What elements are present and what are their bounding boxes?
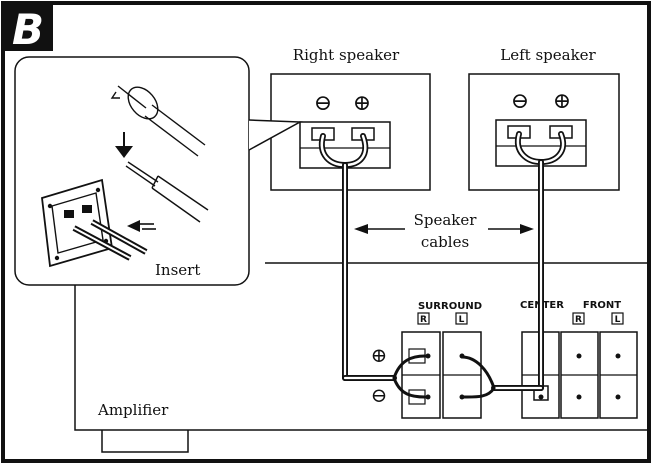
channel-l-badge-surround: L (455, 312, 468, 325)
down-arrow-icon (115, 132, 133, 158)
amplifier-terminals (401, 331, 638, 419)
right-speaker-terminal-plate (299, 121, 391, 169)
right-speaker-cable (318, 133, 427, 399)
svg-text:R: R (575, 315, 582, 325)
svg-text:L: L (615, 315, 621, 325)
right-speaker-plus-symbol: ⊕ (353, 91, 371, 116)
surround-label: SURROUND (418, 301, 482, 312)
cable-arrow-left (354, 224, 405, 234)
left-speaker-minus-symbol: ⊖ (511, 89, 529, 114)
speaker-cables-label-line1: Speaker (414, 211, 478, 229)
channel-r-badge-surround: R (417, 312, 430, 325)
amplifier-foot (101, 430, 189, 453)
amplifier-body: Amplifier (74, 262, 649, 453)
insert-arrow-icon (127, 220, 156, 232)
insert-detail-inset: Insert (14, 56, 303, 286)
panel-letter-badge: B (3, 3, 53, 54)
left-speaker-cable (460, 131, 566, 399)
right-speaker-minus-symbol: ⊖ (314, 91, 332, 116)
left-speaker-plus-symbol: ⊕ (553, 89, 571, 114)
twisted-wire-illustration (110, 85, 206, 157)
cable-arrow-right (488, 224, 534, 234)
inset-callout-pointer (248, 119, 303, 151)
left-speaker-title: Left speaker (500, 46, 596, 64)
front-label: FRONT (583, 300, 621, 311)
amplifier-label: Amplifier (97, 401, 169, 419)
right-speaker: Right speaker ⊖ ⊕ (270, 46, 431, 191)
stripped-wire-illustration (125, 161, 209, 223)
channel-l-badge-front: L (611, 312, 624, 325)
insert-label: Insert (155, 261, 200, 279)
terminal-plate-illustration (41, 178, 148, 268)
amplifier-minus-symbol: ⊖ (371, 383, 388, 407)
speaker-cables-label-line2: cables (421, 233, 469, 251)
svg-text:L: L (459, 315, 465, 325)
svg-text:R: R (420, 315, 427, 325)
channel-r-badge-front: R (572, 312, 585, 325)
panel-letter: B (12, 5, 44, 54)
amplifier-plus-symbol: ⊕ (371, 343, 388, 367)
right-speaker-title: Right speaker (293, 46, 400, 64)
